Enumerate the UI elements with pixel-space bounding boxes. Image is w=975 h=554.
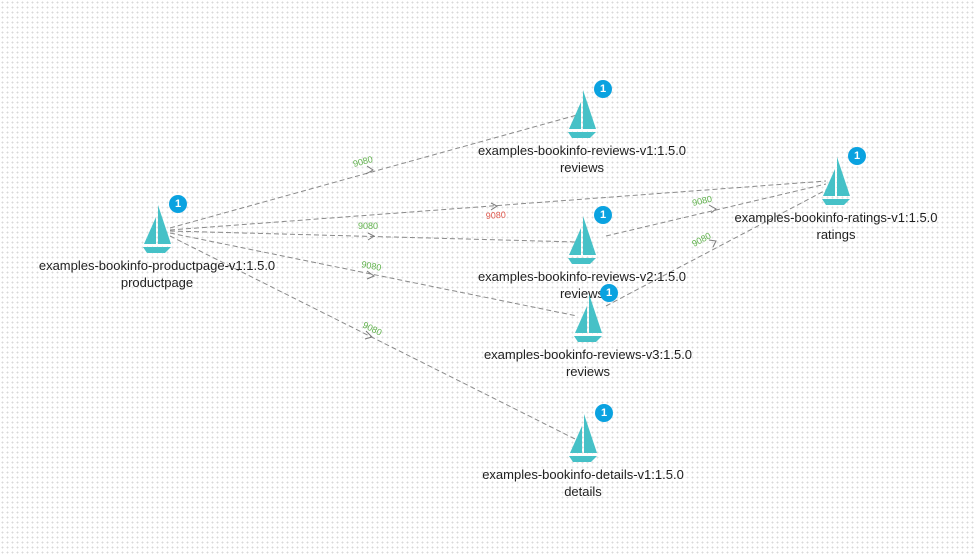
edge-label: 9080 [485, 210, 506, 221]
instance-count-badge: 1 [594, 80, 612, 98]
node-workload-name: examples-bookinfo-reviews-v1:1.5.0 [477, 143, 687, 158]
instance-count-badge: 1 [169, 195, 187, 213]
instance-count-badge: 1 [848, 147, 866, 165]
node-ratings[interactable]: 1 examples-bookinfo-ratings-v1:1.5.0 rat… [676, 147, 975, 243]
node-workload-name: examples-bookinfo-details-v1:1.5.0 [482, 467, 684, 482]
node-service-name: reviews [565, 364, 611, 379]
edge-reviews-v2-ratings[interactable]: 9080 [605, 183, 827, 237]
edge-label: 9080 [361, 259, 383, 273]
node-service-name: ratings [816, 227, 856, 242]
node-reviews-v1[interactable]: 1 examples-bookinfo-reviews-v1:1.5.0 rev… [422, 80, 742, 176]
istio-sail-icon[interactable]: 1 [812, 147, 866, 207]
edge-label: 9080 [358, 221, 378, 231]
node-reviews-v3[interactable]: 1 examples-bookinfo-reviews-v3:1.5.0 rev… [428, 284, 748, 380]
edge-productpage-reviews-v2[interactable]: 9080 [169, 221, 578, 243]
node-workload-name: examples-bookinfo-reviews-v2:1.5.0 [477, 269, 687, 284]
edge-productpage-reviews-v3[interactable]: 9080 [169, 232, 578, 317]
edge-productpage-ratings[interactable]: 9080 [169, 180, 827, 231]
node-details[interactable]: 1 examples-bookinfo-details-v1:1.5.0 det… [423, 404, 743, 500]
instance-count-badge: 1 [600, 284, 618, 302]
node-workload-name: examples-bookinfo-ratings-v1:1.5.0 [734, 210, 938, 225]
node-service-name: productpage [120, 275, 194, 290]
instance-count-badge: 1 [594, 206, 612, 224]
node-service-name: reviews [559, 160, 605, 175]
istio-sail-icon[interactable]: 1 [564, 284, 618, 344]
node-workload-name: examples-bookinfo-productpage-v1:1.5.0 [38, 258, 276, 273]
node-workload-name: examples-bookinfo-reviews-v3:1.5.0 [483, 347, 693, 362]
node-productpage[interactable]: 1 examples-bookinfo-productpage-v1:1.5.0… [0, 195, 317, 291]
istio-sail-icon[interactable]: 1 [559, 404, 613, 464]
node-service-name: reviews [559, 286, 605, 301]
instance-count-badge: 1 [595, 404, 613, 422]
edge-label: 9080 [361, 320, 383, 338]
istio-sail-icon[interactable]: 1 [133, 195, 187, 255]
node-service-name: details [564, 484, 602, 499]
edge-label: 9080 [691, 194, 713, 208]
istio-sail-icon[interactable]: 1 [558, 206, 612, 266]
edge-label: 9080 [352, 154, 374, 169]
node-reviews-v2[interactable]: 1 examples-bookinfo-reviews-v2:1.5.0 rev… [422, 206, 742, 302]
istio-sail-icon[interactable]: 1 [558, 80, 612, 140]
